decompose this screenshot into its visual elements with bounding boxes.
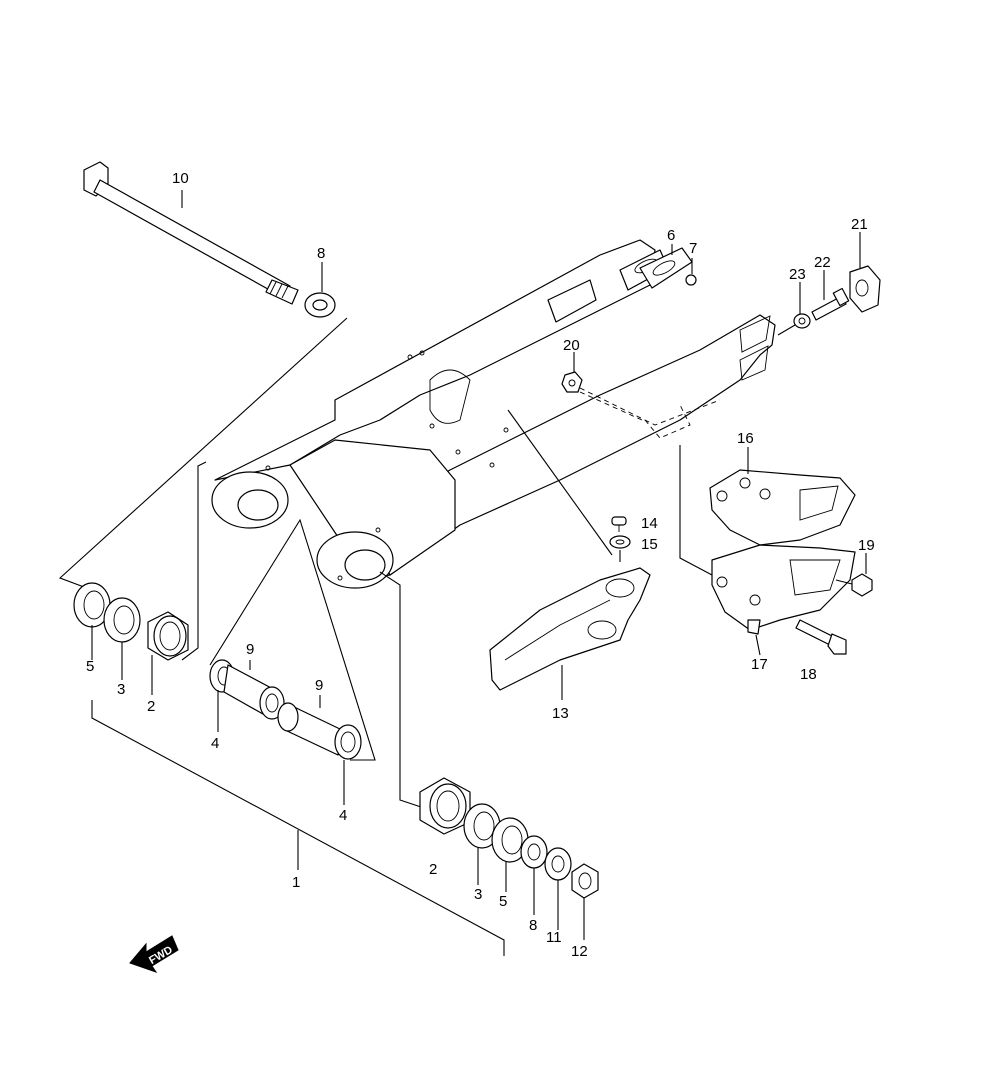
callout-6: 6 [667,227,675,244]
dust-seal-right-part [491,817,529,863]
callout-23: 23 [789,266,806,283]
callout-16: 16 [737,430,754,447]
callout-14: 14 [641,515,658,532]
callout-15: 15 [641,536,658,553]
callout-20: 20 [563,337,580,354]
callout-17: 17 [751,656,768,673]
forward-arrow-icon: FWD [129,935,179,973]
needle-bearing-right-part [419,777,471,835]
callout-10: 10 [172,170,189,187]
callout-8-top: 8 [317,245,325,262]
washer-outer-part [544,847,572,881]
callout-4-left: 4 [211,735,219,752]
callout-13: 13 [552,705,569,722]
lock-nut-part [793,313,811,329]
callout-19: 19 [858,537,875,554]
washer-small-part [609,535,631,549]
callout-7: 7 [689,240,697,257]
washer-right-part [520,835,548,869]
pivot-spacer-lower-part [277,702,343,756]
callout-5-right: 5 [499,893,507,910]
nut-part [561,371,583,393]
callout-3-left: 3 [117,681,125,698]
washer-part [304,292,336,318]
axle-adjuster-block-part [849,265,881,313]
callout-22: 22 [814,254,831,271]
pivot-collar-right-part [334,724,362,760]
bolt-part [851,573,873,597]
chain-guide-upper-part [709,469,856,546]
callout-3-right: 3 [474,886,482,903]
chain-guide-lower-part [711,544,856,635]
long-bolt-part [795,619,847,655]
callout-4-right: 4 [339,807,347,824]
callout-1: 1 [292,874,300,891]
spacer-left-part [103,597,141,643]
spacer-right-part [463,803,501,849]
swingarm-body-part [211,239,776,589]
screw-part [611,516,627,532]
adjuster-bolt-part [811,287,850,321]
callout-11: 11 [546,929,562,946]
callout-2-right: 2 [429,861,437,878]
chain-slider-part [489,567,651,691]
callout-8-bottom: 8 [529,917,537,934]
pivot-nut-part [571,863,599,899]
forward-label: FWD [147,944,175,967]
pivot-axle-part [83,161,299,305]
callout-21: 21 [851,216,868,233]
callout-5-left: 5 [86,658,94,675]
callout-9-upper: 9 [246,641,254,658]
pivot-spacer-upper-part [223,664,285,720]
small-bolt-part [685,274,697,286]
callout-12: 12 [571,943,588,960]
needle-bearing-left-part [147,611,189,661]
callout-9-lower: 9 [315,677,323,694]
callout-2-left: 2 [147,698,155,715]
callout-18: 18 [800,666,817,683]
